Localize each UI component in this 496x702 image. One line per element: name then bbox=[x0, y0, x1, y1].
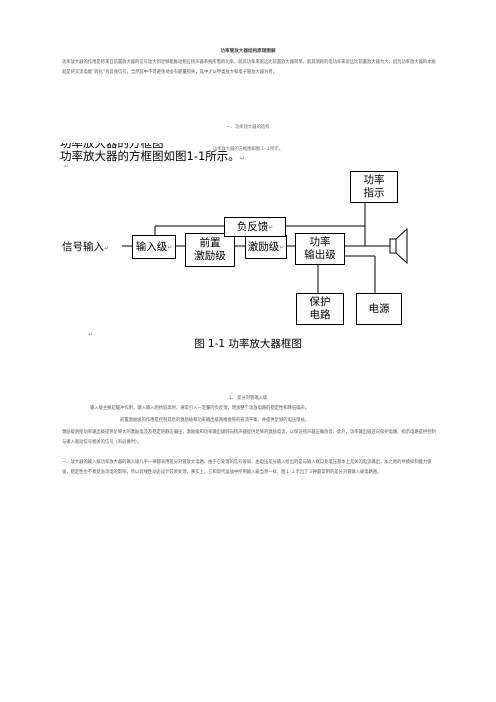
section-heading: 一、功率放大器的结构 bbox=[226, 125, 270, 130]
driver-stage-box: 激励级↵ bbox=[245, 235, 287, 259]
item-title: 1、 差分对管输入级 bbox=[228, 396, 268, 401]
paragraph-3: 激励级则给功率输出级提供足够大的激励电流及稳定的静态偏压，激励级和功率输出级则向… bbox=[62, 430, 436, 445]
page-title: 功率管放大器结构原理图解 bbox=[220, 49, 276, 54]
feedback-box: 负反馈↵ bbox=[224, 217, 286, 237]
preamp-stage-box: 前置 激励级 bbox=[185, 233, 235, 267]
block-diagram-figure: 功率放大器的方框图 功率放大器的方框图如图1-1所示。↵ ↵ 信号输入↵ 输入级… bbox=[60, 143, 440, 343]
input-stage-box: 输入级↵ bbox=[132, 235, 176, 259]
diagram-wires bbox=[122, 203, 408, 293]
paragraph-mark-icon: ↵ bbox=[64, 163, 70, 170]
figure-heading-text: 功率放大器的方框图如图1-1所示。 bbox=[60, 149, 240, 163]
paragraph-1: 输入级主要起缓冲作用，输入输入阻抗较高时，通常引入一定量的负反馈，增加整个功放电… bbox=[90, 406, 310, 411]
intro-paragraph: 功率放大器的作用是将来自前置放大器的信号放大到足够能推动相应扬声器系统所需的功率… bbox=[62, 60, 436, 75]
signal-input-label: 信号输入↵ bbox=[62, 241, 110, 253]
power-supply-box: 电源 bbox=[356, 293, 402, 325]
paragraph-4: 一、放大器的输入级功率放大器的输入级几乎一律都采用差分对管放大电路。由于它处理的… bbox=[62, 460, 432, 475]
figure-caption: 图 1-1 功率放大器框图 bbox=[194, 338, 302, 350]
protection-circuit-box: 保护 电路 bbox=[296, 293, 344, 325]
figure-heading: 功率放大器的方框图如图1-1所示。↵ bbox=[60, 148, 245, 164]
power-output-box: 功率 输出级 bbox=[295, 233, 345, 265]
section-subheading: 功率放大器的方框图如图１-１所示。 bbox=[212, 147, 284, 152]
power-indicator-box: 功率 指示 bbox=[350, 171, 398, 203]
figure-heading-cut: 功率放大器的方框图 bbox=[60, 143, 164, 150]
paragraph-2: 前置激励级的作用是控制其后的激励级和功率输出级两推挽管的直流平衡，并提供足够的电… bbox=[120, 418, 310, 423]
paragraph-mark-icon: ↵ bbox=[239, 155, 245, 162]
paragraph-mark-icon: ↵ bbox=[88, 331, 94, 338]
